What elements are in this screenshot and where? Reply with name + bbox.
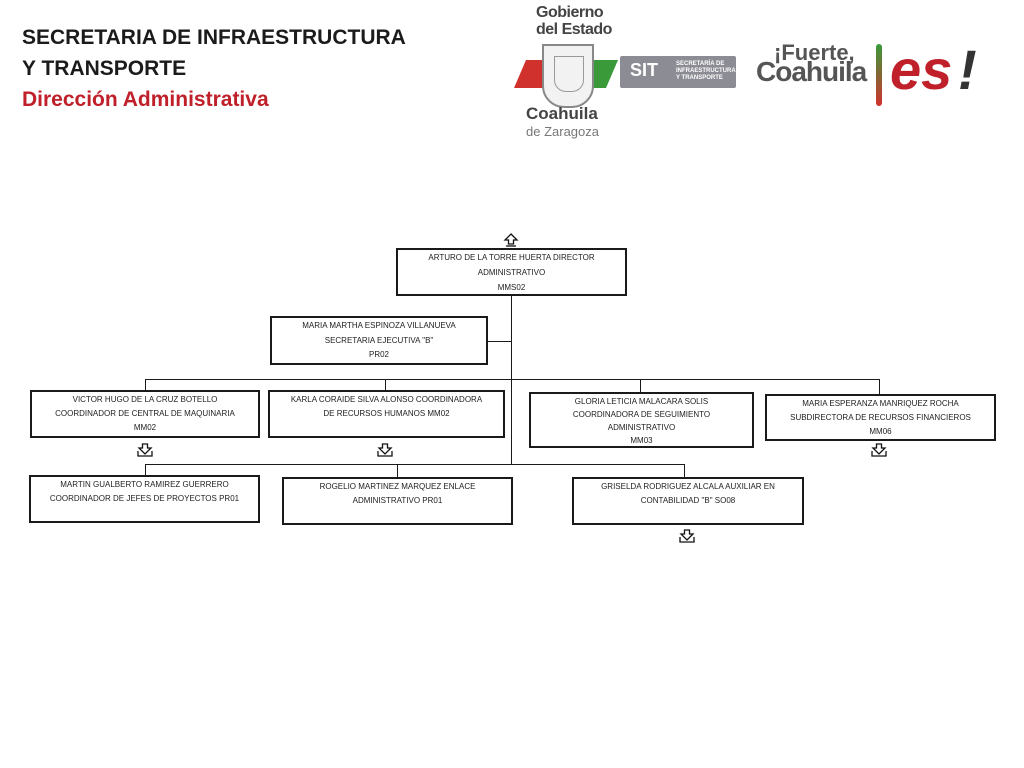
down-arrow-icon[interactable] [679,529,695,543]
coahuila-text: Coahuila [526,104,598,123]
gobierno-text: Gobierno [536,4,604,21]
node-title: COORDINADORA DE SEGUIMIENTO [572,410,711,419]
connector-line [145,464,146,475]
connector-line [684,464,685,477]
node-code: MM02 [133,423,157,432]
node-name: MARIA MARTHA ESPINOZA VILLANUEVA [302,321,456,330]
connector-line [397,464,398,477]
org-node-recursos-financieros: MARIA ESPERANZA MANRIQUEZ ROCHA SUBDIREC… [765,394,996,441]
node-title: COORDINADOR DE CENTRAL DE MAQUINARIA [55,409,235,418]
org-node-central-maquinaria: VICTOR HUGO DE LA CRUZ BOTELLO COORDINAD… [30,390,260,438]
node-title: CONTABILIDAD "B" SO08 [640,496,736,505]
node-name: ARTURO DE LA TORRE HUERTA DIRECTOR [428,253,595,262]
title-line-2: Y TRANSPORTE [22,57,187,80]
node-name: GLORIA LETICIA MALACARA SOLIS [574,397,709,406]
fuerte-coahuila-text: Coahuila [756,56,867,87]
connector-line [145,464,685,465]
connector-line [640,379,641,392]
node-code: MM03 [630,436,653,445]
page-title: SECRETARIA DE INFRAESTRUCTURA Y TRANSPOR… [22,22,406,115]
org-node-director: ARTURO DE LA TORRE HUERTA DIRECTOR ADMIN… [396,248,627,296]
node-code: MMS02 [497,283,526,292]
node-code: MM06 [869,427,892,436]
node-title-2: ADMINISTRATIVO [607,423,676,432]
sit-subtitle: SECRETARÍA DE INFRAESTRUCTURA Y TRANSPOR… [676,61,736,81]
connector-line [879,379,880,394]
connector-line [511,296,512,464]
org-node-secretaria: MARIA MARTHA ESPINOZA VILLANUEVA SECRETA… [270,316,488,365]
zaragoza-text: de Zaragoza [526,124,599,139]
fuerte-coahuila-logo: ¡Fuerte, Coahuila es ! [756,40,996,112]
node-name: GRISELDA RODRIGUEZ ALCALA AUXILIAR EN [601,482,775,491]
fuerte-text: ¡Fuerte, [774,40,855,65]
connector-line [488,341,512,342]
node-title: SUBDIRECTORA DE RECURSOS FINANCIEROS [790,413,971,422]
title-line-3: Dirección Administrativa [22,88,269,111]
gobierno-coahuila-logo: Gobierno del Estado Coahuila de Zaragoza [514,4,618,140]
del-estado-text: del Estado [536,21,612,38]
org-node-seguimiento: GLORIA LETICIA MALACARA SOLIS COORDINADO… [529,392,754,448]
org-node-recursos-humanos: KARLA CORAIDE SILVA ALONSO COORDINADORA … [268,390,505,438]
es-text: es [890,38,953,101]
node-title: DE RECURSOS HUMANOS MM02 [323,409,450,418]
node-name: ROGELIO MARTINEZ MARQUEZ ENLACE [319,482,476,491]
node-name: KARLA CORAIDE SILVA ALONSO COORDINADORA [290,395,483,404]
node-name: MARTIN GUALBERTO RAMIREZ GUERRERO [60,480,229,489]
node-title: COORDINADOR DE JEFES DE PROYECTOS PR01 [49,494,240,503]
down-arrow-icon[interactable] [377,443,393,457]
connector-line [385,379,386,390]
down-arrow-icon[interactable] [871,443,887,457]
node-title: ADMINISTRATIVO PR01 [352,496,443,505]
node-title: ADMINISTRATIVO [477,268,546,277]
connector-line [145,379,880,380]
org-node-auxiliar-contabilidad: GRISELDA RODRIGUEZ ALCALA AUXILIAR EN CO… [572,477,804,525]
org-node-enlace-administrativo: ROGELIO MARTINEZ MARQUEZ ENLACE ADMINIST… [282,477,513,525]
down-arrow-icon[interactable] [137,443,153,457]
flag-bar [876,44,882,106]
org-node-jefes-proyectos: MARTIN GUALBERTO RAMIREZ GUERRERO COORDI… [29,475,260,523]
node-title: SECRETARIA EJECUTIVA "B" [324,336,434,345]
node-name: VICTOR HUGO DE LA CRUZ BOTELLO [72,395,218,404]
sit-logo: SIT SECRETARÍA DE INFRAESTRUCTURA Y TRAN… [620,56,736,88]
title-line-1: SECRETARIA DE INFRAESTRUCTURA [22,26,406,49]
node-name: MARIA ESPERANZA MANRIQUEZ ROCHA [802,399,959,408]
connector-line [145,379,146,390]
exclaim-text: ! [958,38,977,101]
up-arrow-icon[interactable] [503,233,519,247]
coat-of-arms-icon [542,44,594,108]
sit-text: SIT [630,60,659,80]
node-code: PR02 [368,350,389,359]
